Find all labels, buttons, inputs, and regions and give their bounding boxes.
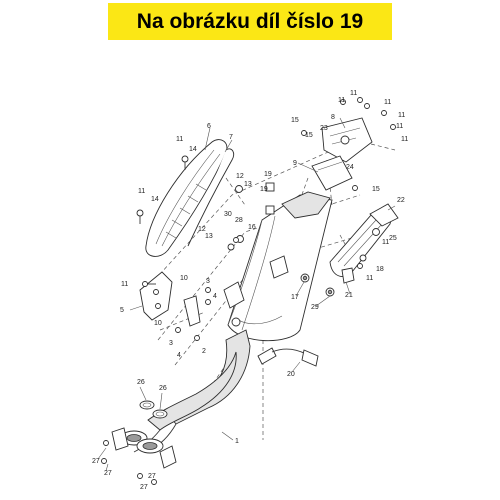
callout-28: 28 xyxy=(235,217,243,224)
title-banner: Na obrázku díl číslo 19 xyxy=(108,3,392,40)
callout-12: 12 xyxy=(236,173,244,180)
callout-27: 27 xyxy=(92,458,100,465)
callout-24: 24 xyxy=(346,164,354,171)
callout-7: 7 xyxy=(229,134,233,141)
callout-5: 5 xyxy=(120,307,124,314)
callout-11-g: 11 xyxy=(398,112,405,119)
right-protector xyxy=(329,203,399,284)
callout-3b: 3 xyxy=(169,340,173,347)
callout-11-b: 11 xyxy=(138,188,145,195)
callout-9: 9 xyxy=(293,160,297,167)
callout-17: 17 xyxy=(291,294,299,301)
callout-27c: 27 xyxy=(140,484,148,491)
exhaust-pipe xyxy=(111,329,251,469)
callout-22: 22 xyxy=(397,197,405,204)
banner-title: Na obrázku díl číslo 19 xyxy=(136,10,364,33)
left-bracket-plate xyxy=(139,271,201,327)
callout-27d: 27 xyxy=(148,473,156,480)
callout-14: 14 xyxy=(189,146,197,153)
callout-11-a: 11 xyxy=(176,136,183,143)
leader-lines xyxy=(97,117,396,472)
callout-23: 23 xyxy=(320,125,328,132)
callout-3: 3 xyxy=(206,278,210,285)
callout-13b: 13 xyxy=(205,233,213,240)
gaskets xyxy=(139,400,168,419)
callout-labels: 1 2 3 3 4 4 5 6 7 8 9 10 10 11 11 11 11 … xyxy=(92,90,408,491)
callout-11-h: 11 xyxy=(401,136,408,143)
callout-15b: 15 xyxy=(305,132,313,139)
callout-11-d: 11 xyxy=(338,97,345,104)
callout-12b: 12 xyxy=(198,226,206,233)
callout-4: 4 xyxy=(213,293,217,300)
callout-8: 8 xyxy=(331,114,335,121)
callout-29: 29 xyxy=(311,304,319,311)
callout-11-e: 11 xyxy=(350,90,357,97)
callout-19b: 19 xyxy=(260,186,268,193)
muffler-body xyxy=(223,191,333,342)
callout-1: 1 xyxy=(235,438,239,445)
callout-15: 15 xyxy=(291,117,299,124)
callout-26: 26 xyxy=(137,379,145,386)
callout-15c: 15 xyxy=(372,186,380,193)
callout-25: 25 xyxy=(389,235,397,242)
callout-11-f: 11 xyxy=(384,99,391,106)
callout-4b: 4 xyxy=(177,352,181,359)
fasteners xyxy=(101,97,396,485)
callout-19: 19 xyxy=(264,171,272,178)
callout-27b: 27 xyxy=(104,470,112,477)
heat-shield-panel xyxy=(145,139,235,257)
callout-26b: 26 xyxy=(159,385,167,392)
callout-20: 20 xyxy=(287,371,295,378)
callout-14b: 14 xyxy=(151,196,159,203)
oxygen-sensor xyxy=(257,347,319,367)
callout-11-c: 11 xyxy=(121,281,128,288)
callout-10: 10 xyxy=(180,275,188,282)
callout-2: 2 xyxy=(202,348,206,355)
callout-13: 13 xyxy=(244,181,252,188)
callout-11-i: 11 xyxy=(382,239,389,246)
callout-11-j: 11 xyxy=(366,275,373,282)
callout-6: 6 xyxy=(207,123,211,130)
callout-10b: 10 xyxy=(154,320,162,327)
callout-16: 16 xyxy=(248,224,256,231)
callout-18: 18 xyxy=(376,266,384,273)
upper-bracket xyxy=(311,117,373,191)
callout-30: 30 xyxy=(224,211,232,218)
callout-21: 21 xyxy=(345,292,353,299)
callout-11-k: 11 xyxy=(396,123,403,130)
